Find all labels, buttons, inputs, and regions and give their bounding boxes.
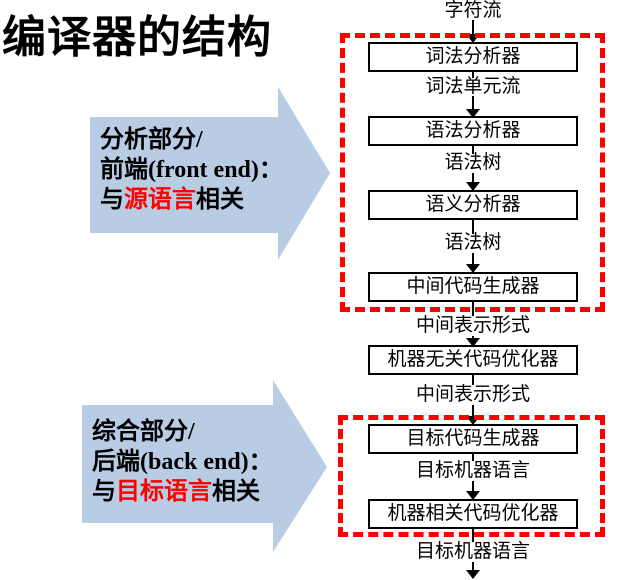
lexical-analyzer-box: 词法分析器	[368, 42, 578, 72]
frontend-callout-text: 分析部分/ 前端(front end)： 与源语言相关	[100, 125, 283, 215]
flow-line	[472, 220, 474, 234]
backend-callout-text: 综合部分/ 后端(back end)： 与目标语言相关	[92, 417, 273, 507]
flow-arrow	[466, 20, 480, 43]
flow-arrow	[466, 173, 480, 191]
page-title: 编译器的结构	[2, 13, 272, 62]
token-stream-label: 词法单元流	[425, 76, 521, 97]
syntax-tree-label: 语法树	[444, 152, 502, 173]
frontend-line3: 与源语言相关	[100, 185, 283, 215]
flow-arrow	[466, 336, 480, 347]
syntax-analyzer-box: 语法分析器	[368, 116, 578, 146]
flow-arrow	[466, 405, 480, 425]
intermediate-code-generator-box: 中间代码生成器	[368, 272, 578, 302]
flow-line	[472, 454, 474, 461]
semantic-analyzer-box: 语义分析器	[368, 190, 578, 220]
intermediate-representation-label-2: 中间表示形式	[415, 384, 530, 405]
target-machine-language-label: 目标机器语言	[415, 460, 530, 481]
machine-dependent-optimizer-box: 机器相关代码优化器	[368, 499, 578, 529]
flow-arrow	[466, 253, 480, 273]
backend-line3-highlight: 目标语言	[116, 479, 212, 505]
flow-arrow	[466, 96, 480, 118]
intermediate-representation-label: 中间表示形式	[415, 315, 530, 336]
frontend-line3-prefix: 与	[100, 187, 124, 213]
target-machine-language-label-2: 目标机器语言	[415, 541, 530, 562]
machine-independent-optimizer-box: 机器无关代码优化器	[368, 345, 578, 375]
backend-line3: 与目标语言相关	[92, 477, 273, 507]
frontend-line2: 前端(front end)：	[100, 157, 283, 183]
target-code-generator-box: 目标代码生成器	[368, 424, 578, 454]
char-stream-label: 字符流	[444, 0, 502, 21]
frontend-line3-suffix: 相关	[196, 187, 244, 213]
backend-line2: 后端(back end)：	[92, 449, 273, 475]
flow-line	[472, 302, 474, 316]
flow-line	[472, 375, 474, 385]
frontend-line3-highlight: 源语言	[124, 187, 196, 213]
backend-line3-suffix: 相关	[212, 479, 260, 505]
flow-arrow	[466, 481, 480, 500]
backend-line1: 综合部分/	[92, 419, 195, 445]
syntax-tree-label-2: 语法树	[444, 232, 502, 253]
frontend-line1: 分析部分/	[100, 127, 203, 153]
flow-arrow	[466, 562, 480, 579]
flow-line	[472, 72, 474, 78]
flow-line	[472, 146, 474, 154]
backend-line3-prefix: 与	[92, 479, 116, 505]
